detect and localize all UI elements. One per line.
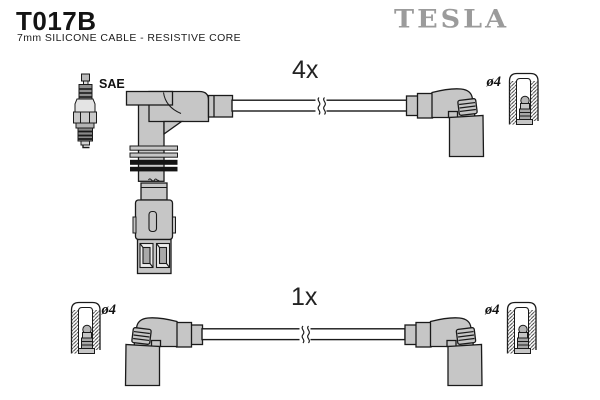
tesla-logo: TESLA — [394, 5, 510, 34]
terminal-diameter-label-top-right: ø4 — [486, 74, 502, 90]
terminal-diameter-label-bottom-left: ø4 — [101, 302, 117, 318]
terminal-diameter-label-bottom-right: ø4 — [484, 302, 500, 318]
coil-end-connector-drawing — [125, 90, 234, 275]
terminal-cup-bottom-right — [506, 301, 537, 355]
product-description: 7mm SILICONE CABLE - RESISTIVE CORE — [17, 32, 242, 44]
bottom-quantity-label: 1x — [291, 283, 318, 311]
spark-plug-icon — [73, 73, 97, 149]
top-quantity-label: 4x — [292, 56, 319, 84]
terminal-cup-top-right — [508, 72, 539, 126]
bottom-cable — [201, 325, 406, 344]
part-number: T017B — [16, 6, 97, 36]
spark-plug-boot-bottom-left — [124, 317, 204, 387]
terminal-cup-bottom-left — [70, 301, 101, 355]
spark-plug-boot-top-right — [405, 88, 485, 158]
spark-plug-boot-bottom-right — [404, 317, 483, 387]
top-cable — [231, 97, 408, 115]
sae-label: SAE — [99, 77, 125, 91]
